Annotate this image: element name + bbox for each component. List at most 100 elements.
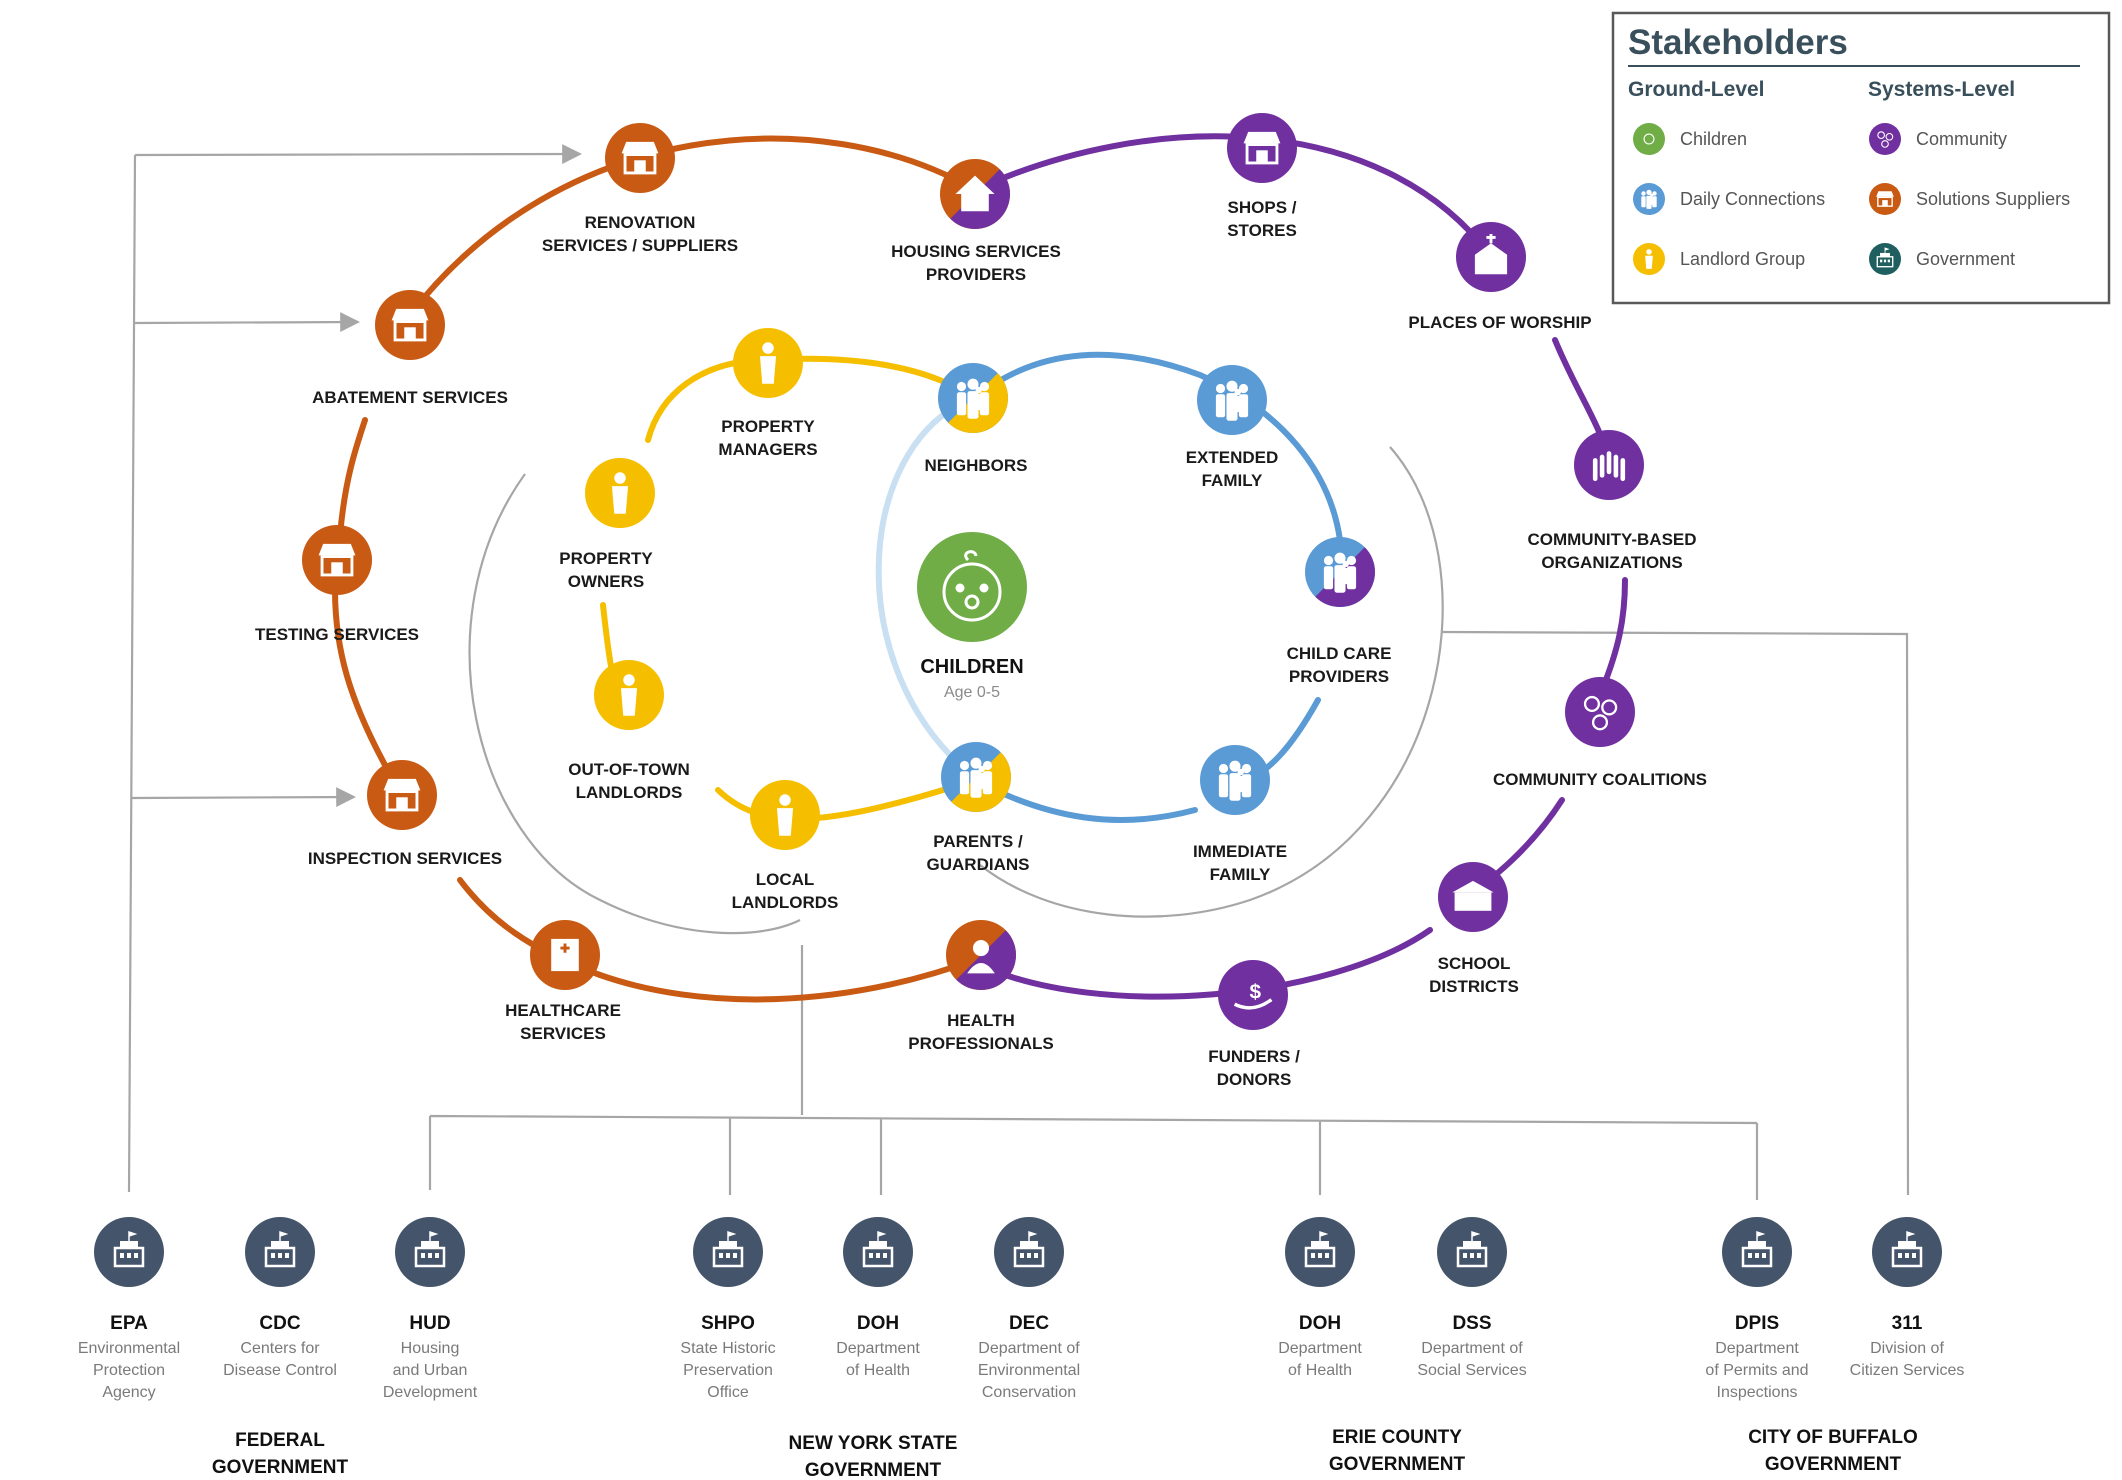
agency-description: Department of EnvironmentalConservation bbox=[978, 1340, 1080, 1401]
label-line: ABATEMENT SERVICES bbox=[312, 388, 508, 407]
node-label-prop-owners: PROPERTYOWNERS bbox=[559, 549, 653, 591]
legend-ground-heading: Ground-Level bbox=[1628, 78, 1765, 101]
label-line: PLACES OF WORSHIP bbox=[1408, 313, 1591, 332]
desc-line: of Health bbox=[846, 1362, 910, 1379]
outer-ring-right-purple-2 bbox=[1602, 580, 1625, 690]
person-icon bbox=[777, 794, 793, 835]
agency-acronym: EPA bbox=[110, 1313, 148, 1334]
agency-circle bbox=[1872, 1217, 1942, 1287]
agency-description: EnvironmentalProtectionAgency bbox=[78, 1340, 180, 1401]
agency-acronym: DEC bbox=[1009, 1313, 1049, 1334]
label-line: FAMILY bbox=[1202, 471, 1263, 490]
arrow-to-inspection bbox=[132, 797, 354, 798]
government-group-label: FEDERALGOVERNMENT bbox=[212, 1430, 349, 1478]
label-line: GUARDIANS bbox=[927, 855, 1030, 874]
node-cbo bbox=[1574, 430, 1644, 500]
label-line: PROVIDERS bbox=[1289, 667, 1389, 686]
agency-circle bbox=[994, 1217, 1064, 1287]
family-icon bbox=[1641, 190, 1656, 209]
government-group-label: ERIE COUNTYGOVERNMENT bbox=[1329, 1427, 1466, 1475]
desc-line: Department bbox=[836, 1340, 920, 1357]
label-line: DISTRICTS bbox=[1429, 977, 1519, 996]
node-local-landlords bbox=[750, 780, 820, 850]
node-oot-landlords bbox=[594, 660, 664, 730]
node-label-healthpro: HEALTHPROFESSIONALS bbox=[908, 1011, 1053, 1053]
label-line: OUT-OF-TOWN bbox=[568, 760, 690, 779]
agency-311: 311Division ofCitizen Services bbox=[1850, 1217, 1965, 1379]
agency-circle bbox=[395, 1217, 465, 1287]
agency-acronym: DOH bbox=[857, 1313, 899, 1334]
node-label-prop-managers: PROPERTYMANAGERS bbox=[718, 417, 817, 459]
label-line: NEIGHBORS bbox=[925, 456, 1028, 475]
node-label-school: SCHOOL DISTRICTS bbox=[1429, 954, 1519, 996]
desc-line: of Permits and bbox=[1705, 1362, 1808, 1379]
node-label-local-landlords: LOCALLANDLORDS bbox=[732, 870, 839, 912]
agency-acronym: DPIS bbox=[1735, 1313, 1779, 1334]
node-circle bbox=[367, 760, 437, 830]
label-line: PROFESSIONALS bbox=[908, 1034, 1053, 1053]
desc-line: Disease Control bbox=[223, 1362, 337, 1379]
agency-circle bbox=[1285, 1217, 1355, 1287]
desc-line: Development bbox=[383, 1384, 478, 1401]
node-renovation bbox=[605, 123, 675, 193]
node-neighbors bbox=[938, 363, 1008, 433]
family-icon bbox=[957, 379, 989, 419]
outer-ring-bottom-orange bbox=[600, 958, 980, 999]
svg-text:$: $ bbox=[1250, 980, 1262, 1003]
agency-description: State HistoricPreservationOffice bbox=[680, 1340, 775, 1401]
agency-circle bbox=[1722, 1217, 1792, 1287]
family-icon bbox=[960, 758, 992, 798]
node-circle bbox=[605, 123, 675, 193]
label-line: ORGANIZATIONS bbox=[1541, 553, 1682, 572]
label-line: IMMEDIATE bbox=[1193, 842, 1287, 861]
node-shops bbox=[1227, 113, 1297, 183]
label-line: HOUSING SERVICES bbox=[891, 242, 1061, 261]
legend-label: Daily Connections bbox=[1680, 189, 1825, 209]
agency-circle bbox=[245, 1217, 315, 1287]
inner-ring-blue-top bbox=[975, 355, 1340, 540]
desc-line: Department of bbox=[978, 1340, 1080, 1357]
hospital-icon bbox=[551, 939, 579, 971]
person-icon bbox=[612, 472, 628, 513]
node-childcare bbox=[1305, 537, 1375, 607]
label-line: OWNERS bbox=[568, 572, 645, 591]
node-abatement bbox=[375, 290, 445, 360]
node-label-parents: PARENTS / GUARDIANS bbox=[927, 832, 1030, 874]
arrow-to-abatement bbox=[135, 322, 358, 323]
city-connector bbox=[1442, 632, 1908, 1195]
agency-acronym: HUD bbox=[409, 1313, 450, 1334]
node-funders: $ bbox=[1218, 960, 1288, 1030]
label-line: PROPERTY bbox=[721, 417, 815, 436]
desc-line: Environmental bbox=[978, 1362, 1080, 1379]
agency-doh: DOH Department of Health bbox=[836, 1217, 920, 1379]
label-line: PARENTS / bbox=[933, 832, 1023, 851]
desc-line: Preservation bbox=[683, 1362, 773, 1379]
family-icon bbox=[1324, 553, 1356, 593]
group-line: ERIE COUNTY bbox=[1332, 1427, 1462, 1448]
desc-line: Conservation bbox=[982, 1384, 1076, 1401]
legend-label: Community bbox=[1916, 129, 2007, 149]
label-line: FUNDERS / bbox=[1208, 1047, 1300, 1066]
agency-description: Housingand UrbanDevelopment bbox=[383, 1340, 478, 1401]
node-label-inspection: INSPECTION SERVICES bbox=[308, 849, 502, 868]
outer-ring-left-orange-3 bbox=[340, 420, 365, 535]
label-line: STORES bbox=[1227, 221, 1297, 240]
label-line: SERVICES bbox=[520, 1024, 606, 1043]
group-line: GOVERNMENT bbox=[1765, 1454, 1902, 1475]
agency-description: Department ofSocial Services bbox=[1417, 1340, 1526, 1379]
node-immediate bbox=[1200, 745, 1270, 815]
node-label-worship: PLACES OF WORSHIP bbox=[1408, 313, 1591, 332]
agency-acronym: CDC bbox=[259, 1313, 300, 1334]
label-line: SCHOOL bbox=[1438, 954, 1511, 973]
agency-cdc: CDCCenters forDisease Control bbox=[223, 1217, 337, 1379]
person-icon bbox=[1645, 249, 1653, 269]
agency-circle bbox=[94, 1217, 164, 1287]
agency-circle bbox=[693, 1217, 763, 1287]
node-school bbox=[1438, 862, 1508, 932]
agency-dpis: DPISDepartmentof Permits andInspections bbox=[1705, 1217, 1808, 1401]
label-line: LANDLORDS bbox=[576, 783, 683, 802]
person-icon bbox=[760, 342, 776, 383]
desc-line: Department bbox=[1278, 1340, 1362, 1357]
legend-swatch bbox=[1869, 123, 1901, 155]
desc-line: Inspections bbox=[1717, 1384, 1798, 1401]
